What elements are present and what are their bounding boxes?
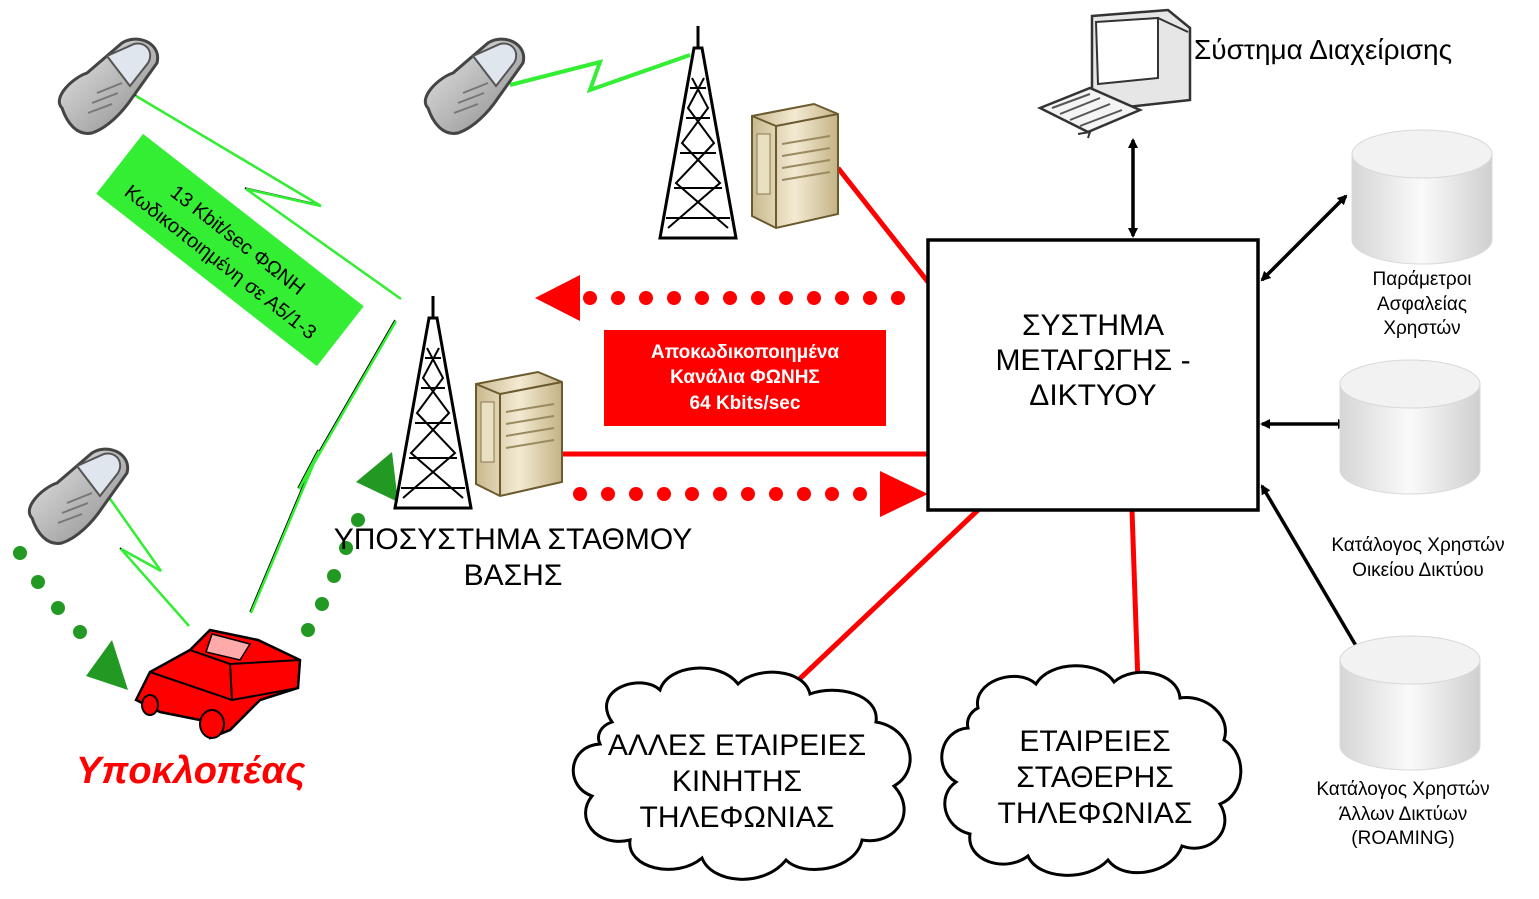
base-station-server-icon — [475, 371, 563, 497]
decoded-channels-line1: Αποκωδικοποιημένα — [650, 342, 840, 363]
database-1-line1: Παράμετροι — [1372, 269, 1472, 290]
base-station-line1: ΥΠΟΣΥΣΤΗΜΑ ΣΤΑΘΜΟΥ — [333, 523, 693, 556]
base-station-label: ΥΠΟΣΥΣΤΗΜΑ ΣΤΑΘΜΟΥ ΒΑΣΗΣ — [296, 522, 730, 594]
decoded-channel-dotted-arrow-left — [535, 275, 905, 321]
decoded-channels-banner — [604, 330, 886, 426]
cloud-1-label: ΑΛΛΕΣ ΕΤΑΙΡΕΙΕΣ ΚΙΝΗΤΗΣ ΤΗΛΕΦΩΝΙΑΣ — [582, 728, 892, 836]
management-system-label: Σύστημα Διαχείρισης — [1194, 34, 1453, 65]
decoded-channels-label: Αποκωδικοποιημένα Κανάλια ΦΩΝΗΣ 64 Kbits… — [604, 340, 886, 416]
database-icon-home-users — [1339, 359, 1481, 495]
interceptor-dotted-path-left — [13, 546, 128, 690]
cloud-1-line1: ΑΛΛΕΣ ΕΤΑΙΡΕΙΕΣ — [607, 729, 867, 762]
base-station-tower-icon — [393, 294, 473, 510]
database-label-home-users: Κατάλογος Χρηστών Οικείου Δικτύου — [1302, 534, 1534, 583]
remote-tower-icon — [658, 24, 738, 240]
remote-server-icon — [751, 103, 839, 229]
cloud-2-line1: ΕΤΑΙΡΕΙΕΣ — [1019, 725, 1171, 758]
database-1-line2: Ασφαλείας — [1376, 293, 1468, 315]
cloud-2-label: ΕΤΑΙΡΕΙΕΣ ΣΤΑΘΕΡΗΣ ΤΗΛΕΦΩΝΙΑΣ — [960, 724, 1230, 832]
interceptor-label: Υποκλοπέας — [76, 750, 306, 792]
cloud-2-line3: ΤΗΛΕΦΩΝΙΑΣ — [997, 797, 1193, 830]
encrypted-voice-banner: 13 Kbit/sec ΦΩΝΗ Κωδικοποιημένη σε Α5/1-… — [96, 133, 364, 367]
database-3-line2: Άλλων Δικτύων — [1338, 803, 1468, 825]
cloud-2-line2: ΣΤΑΘΕΡΗΣ — [1016, 761, 1174, 794]
database-label-security-params: Παράμετροι Ασφαλείας Χρηστών — [1332, 268, 1512, 342]
database-label-roaming-users: Κατάλογος Χρηστών Άλλων Δικτύων (ROAMING… — [1292, 778, 1514, 852]
black-connectors — [1128, 138, 1364, 658]
mobile-phone-icon-1 — [57, 37, 160, 135]
interceptor-dotted-path-right — [301, 452, 398, 637]
cloud-fixed-line-operators — [940, 664, 1243, 877]
database-3-line1: Κατάλογος Χρηστών — [1316, 779, 1490, 800]
cloud-1-line2: ΚΙΝΗΤΗΣ — [671, 765, 803, 798]
database-3-line3: (ROAMING) — [1351, 828, 1455, 850]
decoded-channels-line3: 64 Kbits/sec — [689, 392, 801, 414]
radio-links — [99, 53, 691, 627]
red-links — [562, 166, 1141, 690]
switching-system-box — [926, 238, 1260, 512]
decoded-channel-dotted-arrow-right — [573, 471, 928, 517]
database-icon-security-params — [1351, 129, 1493, 265]
switching-system-label: ΣΥΣΤΗΜΑ ΜΕΤΑΓΩΓΗΣ - ΔΙΚΤΥΟΥ — [928, 308, 1258, 413]
database-2-line1: Κατάλογος Χρηστών — [1331, 535, 1505, 556]
switching-system-line2: ΜΕΤΑΓΩΓΗΣ - — [995, 344, 1191, 378]
base-station-line2: ΒΑΣΗΣ — [463, 559, 563, 592]
mobile-phone-icon-2 — [423, 37, 526, 135]
switching-system-line1: ΣΥΣΤΗΜΑ — [1021, 309, 1165, 342]
switching-system-line3: ΔΙΚΤΥΟΥ — [1029, 379, 1157, 413]
database-1-line3: Χρηστών — [1383, 318, 1461, 340]
management-computer-icon — [1036, 8, 1192, 139]
mobile-phone-icon-3 — [27, 447, 130, 545]
database-2-line2: Οικείου Δικτύου — [1352, 559, 1484, 581]
database-icon-roaming-users — [1339, 635, 1481, 771]
decoded-channels-line2: Κανάλια ΦΩΝΗΣ — [670, 367, 820, 389]
cloud-1-line3: ΤΗΛΕΦΩΝΙΑΣ — [639, 801, 835, 834]
interceptor-car-icon — [134, 628, 302, 740]
cloud-other-mobile-operators — [571, 666, 912, 881]
